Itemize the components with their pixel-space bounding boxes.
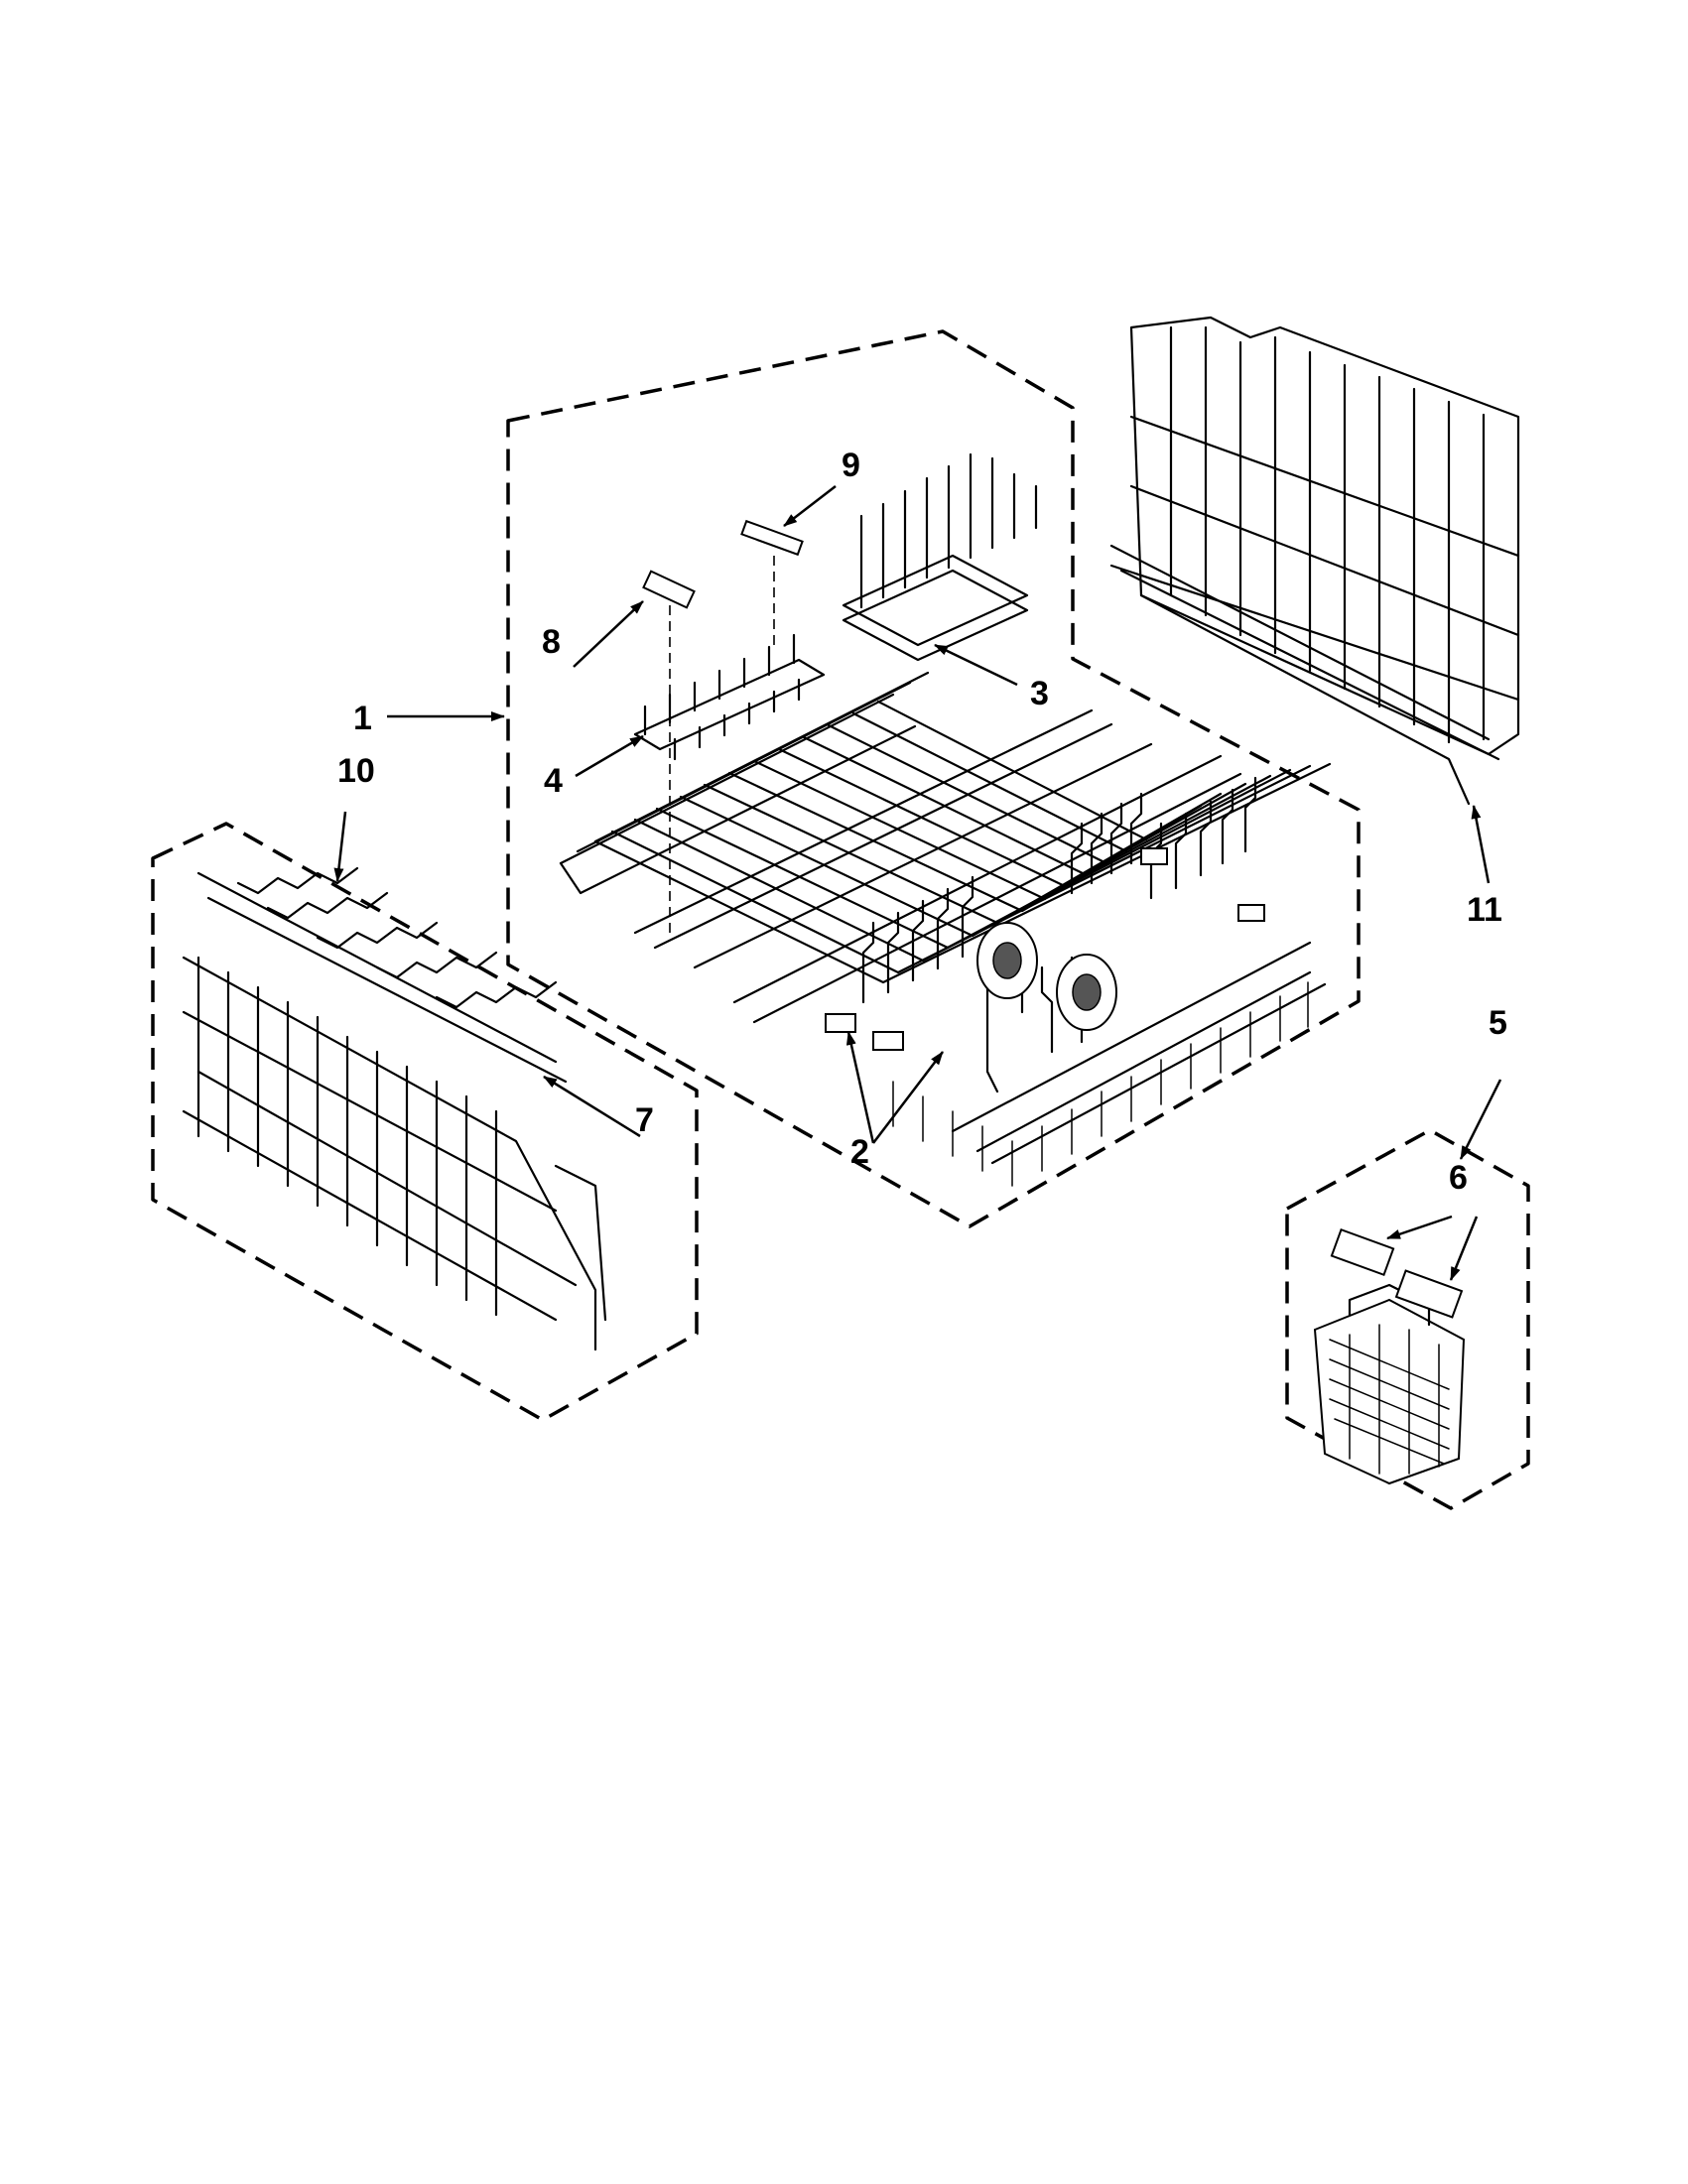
basket-boundary	[1285, 1128, 1530, 1510]
upper-rack-tines	[861, 776, 1257, 1093]
upper-rack-boundary	[506, 329, 1361, 1228]
callout-1: 1	[353, 700, 372, 737]
clip-part-9	[740, 519, 804, 557]
basket-body	[1313, 1283, 1466, 1485]
side-rack-part-11	[1109, 316, 1520, 806]
lower-rack-assembly-group	[151, 822, 699, 1422]
callout-9: 9	[842, 447, 860, 484]
callout-3: 3	[1030, 675, 1049, 712]
callout-2: 2	[850, 1133, 869, 1171]
upper-rack-assembly-group	[506, 329, 1361, 1228]
callout-11: 11	[1467, 891, 1502, 929]
rack-hinge-clips	[825, 847, 1265, 1051]
basket-cover-right	[1394, 1269, 1464, 1319]
lower-rack-boundary	[151, 822, 699, 1422]
basket-cover-left	[1330, 1227, 1395, 1277]
lower-rack-wires	[182, 866, 607, 1351]
small-tine-rack-part-4	[633, 633, 826, 761]
upper-rack-wires	[559, 671, 1332, 1187]
callout-10: 10	[337, 752, 375, 790]
callout-8: 8	[542, 623, 561, 661]
callout-6: 6	[1449, 1159, 1468, 1197]
leader-arrows	[333, 485, 1502, 1281]
clip-part-8	[642, 570, 696, 609]
callout-5: 5	[1489, 1004, 1507, 1042]
callout-7: 7	[635, 1101, 654, 1139]
silverware-basket-group	[1285, 1128, 1530, 1510]
tine-insert-part-3	[842, 452, 1038, 662]
callout-4: 4	[544, 762, 563, 800]
